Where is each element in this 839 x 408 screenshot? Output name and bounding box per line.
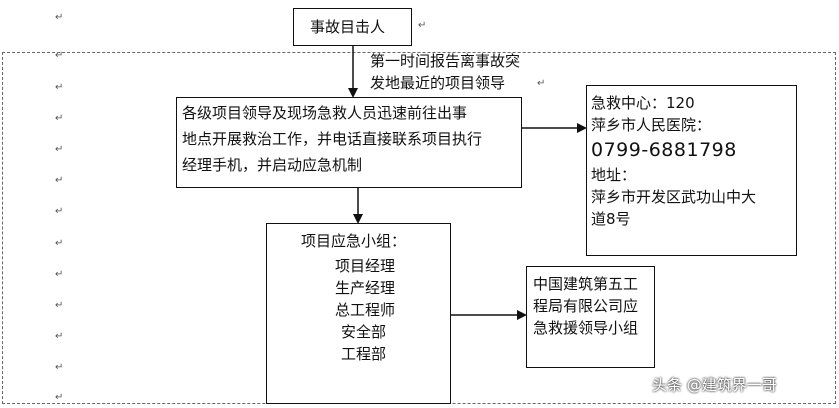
paragraph-mark: ↵	[55, 300, 64, 311]
company-line-2: 程局有限公司应	[533, 297, 639, 315]
company-line-3: 急救援领导小组	[533, 319, 639, 337]
witness-label: 事故目击人	[310, 18, 386, 36]
watermark: 头条 @建筑界一哥	[652, 376, 777, 394]
paragraph-mark: ↵	[537, 78, 546, 89]
rescue-line-2: 地点开展救治工作，并电话直接联系项目执行	[182, 130, 483, 148]
paragraph-mark: ↵	[55, 12, 64, 23]
paragraph-mark: ↵	[55, 82, 64, 93]
team-box: 项目应急小组： 项目经理 生产经理 总工程师 安全部 工程部	[266, 223, 451, 404]
rescue-line-3: 经理手机，并启动应急机制	[182, 156, 363, 174]
paragraph-mark: ↵	[55, 238, 64, 249]
company-box: 中国建筑第五工 程局有限公司应 急救援领导小组	[526, 266, 655, 368]
report-label-line2: 发地最近的项目领导	[370, 74, 506, 92]
paragraph-mark: ↵	[55, 144, 64, 155]
report-label-line1: 第一时间报告离事故突	[370, 52, 521, 70]
team-member: 工程部	[341, 345, 387, 363]
paragraph-mark: ↵	[55, 362, 64, 373]
team-member: 总工程师	[335, 301, 396, 319]
paragraph-mark: ↵	[55, 392, 64, 403]
paragraph-mark: ↵	[55, 331, 64, 342]
company-line-1: 中国建筑第五工	[533, 275, 639, 293]
paragraph-mark: ↵	[55, 175, 64, 186]
team-title: 项目应急小组：	[301, 232, 407, 250]
address-line-1: 萍乡市开发区武功山中大	[591, 188, 757, 206]
paragraph-mark: ↵	[55, 206, 64, 217]
paragraph-mark: ↵	[55, 113, 64, 124]
emergency-center: 急救中心：120	[591, 94, 695, 112]
paragraph-mark: ↵	[55, 50, 64, 61]
paragraph-mark: ↵	[55, 269, 64, 280]
hospital-box: 急救中心：120 萍乡市人民医院： 0799-6881798 地址： 萍乡市开发…	[586, 85, 797, 256]
hospital-name: 萍乡市人民医院：	[591, 116, 712, 134]
team-member: 安全部	[341, 323, 387, 341]
witness-box: 事故目击人	[293, 8, 412, 46]
hospital-phone: 0799-6881798	[591, 139, 737, 161]
address-line-2: 道8号	[591, 210, 631, 228]
team-member: 项目经理	[335, 257, 396, 275]
paragraph-mark: ↵	[418, 20, 427, 31]
team-member: 生产经理	[335, 279, 396, 297]
rescue-box: 各级项目领导及现场急救人员迅速前往出事 地点开展救治工作，并电话直接联系项目执行…	[176, 97, 522, 188]
rescue-line-1: 各级项目领导及现场急救人员迅速前往出事	[182, 104, 468, 122]
address-label: 地址：	[591, 166, 637, 184]
